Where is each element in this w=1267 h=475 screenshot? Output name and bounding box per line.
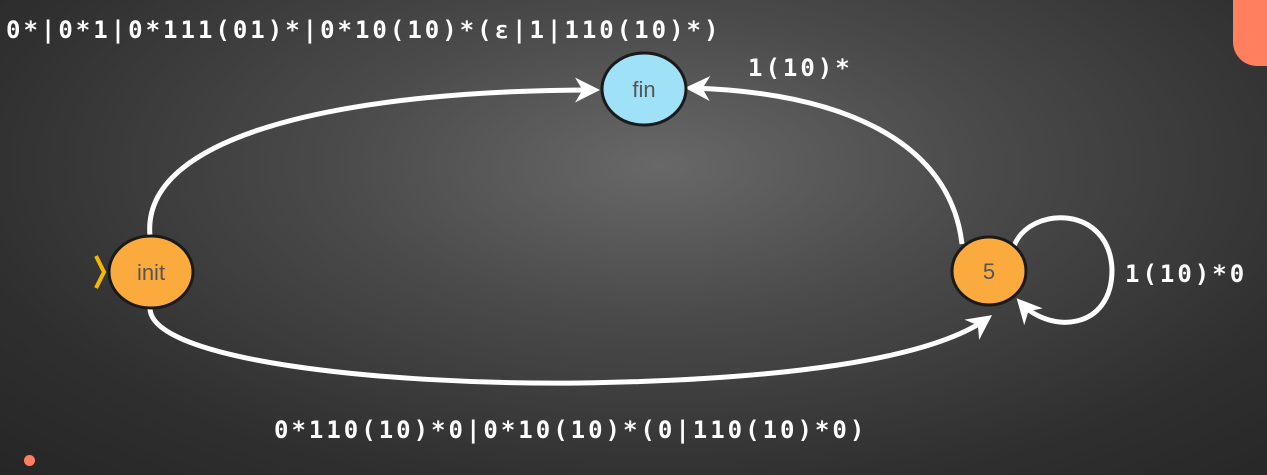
- state-fin-label: fin: [632, 77, 655, 102]
- edge-label-init-to-fin: 0*|0*1|0*111(01)*|0*10(10)*(ε|1|110(10)*…: [6, 16, 722, 44]
- edge-label-5-loop: 1(10)*0: [1125, 260, 1248, 288]
- edge-init-to-fin: [147, 77, 600, 237]
- state-5[interactable]: 5: [950, 235, 1028, 307]
- decor-dot: [24, 455, 35, 466]
- edge-5-loop: [1011, 215, 1115, 326]
- decor-orange-blob: [1233, 0, 1267, 66]
- state-init[interactable]: init: [107, 234, 195, 310]
- state-5-label: 5: [983, 259, 995, 284]
- edge-label-5-to-fin: 1(10)*: [748, 54, 853, 82]
- edge-init-to-5: [147, 307, 993, 386]
- edge-label-init-to-5: 0*110(10)*0|0*10(10)*(0|110(10)*0): [274, 416, 868, 444]
- state-init-label: init: [137, 260, 165, 285]
- initial-state-marker: [94, 255, 107, 289]
- state-fin[interactable]: fin: [600, 51, 688, 127]
- edge-5-to-fin: [685, 76, 965, 245]
